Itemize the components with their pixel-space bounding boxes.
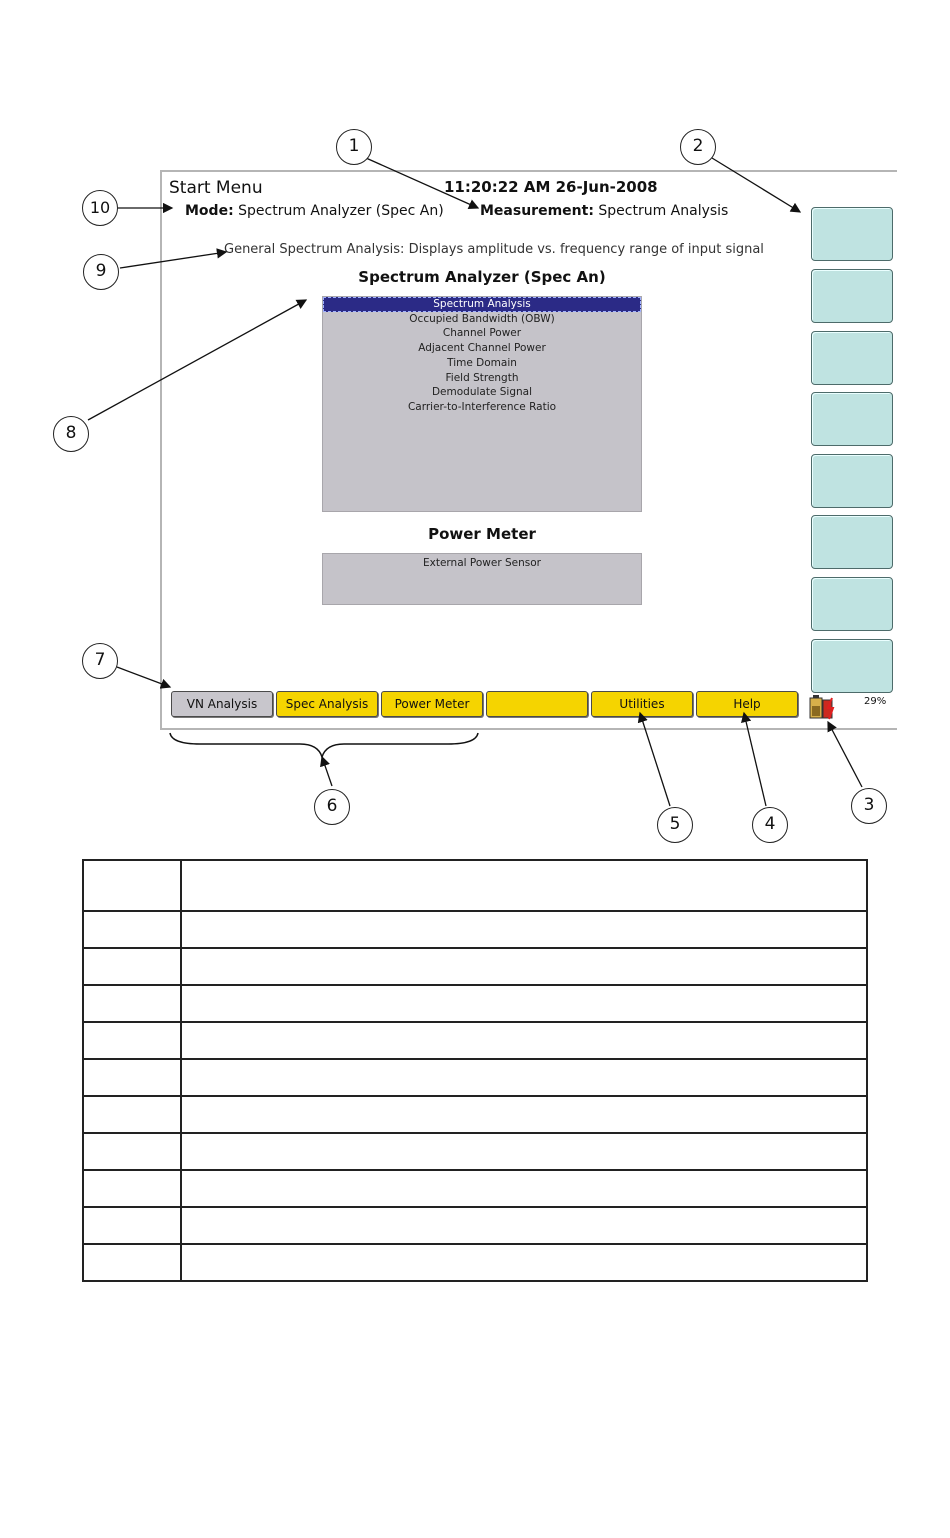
mode-label: Mode: bbox=[185, 203, 234, 219]
table-header-row bbox=[82, 859, 868, 912]
measurement-line: Measurement: Spectrum Analysis bbox=[480, 203, 728, 219]
vn-analysis-button[interactable]: VN Analysis bbox=[171, 691, 273, 717]
list-item-spectrum-analysis[interactable]: Spectrum Analysis bbox=[323, 297, 641, 312]
battery-icon bbox=[809, 695, 835, 720]
soft-key-1[interactable] bbox=[811, 207, 893, 261]
table-row bbox=[82, 910, 868, 949]
mode-value: Spectrum Analyzer (Spec An) bbox=[238, 203, 444, 219]
measurement-label: Measurement: bbox=[480, 203, 594, 219]
list-item-demodulate-signal[interactable]: Demodulate Signal bbox=[431, 386, 533, 399]
measurement-value: Spectrum Analysis bbox=[598, 203, 729, 219]
soft-key-2[interactable] bbox=[811, 269, 893, 323]
battery-percent: 29% bbox=[864, 696, 887, 707]
spec-an-measurement-list[interactable]: Spectrum Analysis Occupied Bandwidth (OB… bbox=[322, 296, 642, 512]
table-row bbox=[82, 1206, 868, 1245]
spec-analysis-button[interactable]: Spec Analysis bbox=[276, 691, 378, 717]
list-item-field-strength[interactable]: Field Strength bbox=[445, 371, 519, 384]
clock: 11:20:22 AM 26-Jun-2008 bbox=[444, 178, 658, 196]
table-row bbox=[82, 1095, 868, 1134]
mode-line: Mode: Spectrum Analyzer (Spec An) bbox=[185, 203, 444, 219]
list-item-carrier-to-interference[interactable]: Carrier-to-Interference Ratio bbox=[407, 400, 557, 413]
list-item-external-power-sensor[interactable]: External Power Sensor bbox=[423, 557, 541, 569]
table-row bbox=[82, 1132, 868, 1171]
table-row bbox=[82, 984, 868, 1023]
blank-button[interactable] bbox=[486, 691, 588, 717]
table-row bbox=[82, 947, 868, 986]
table-row bbox=[82, 1021, 868, 1060]
table-row bbox=[82, 1058, 868, 1097]
callout-10: 10 bbox=[82, 190, 118, 226]
table-row bbox=[82, 1243, 868, 1282]
callout-2: 2 bbox=[680, 129, 716, 165]
power-meter-measurement-list[interactable]: External Power Sensor bbox=[322, 553, 642, 605]
list-item-occupied-bandwidth[interactable]: Occupied Bandwidth (OBW) bbox=[409, 312, 555, 325]
callout-4: 4 bbox=[752, 807, 788, 843]
instrument-screen: Start Menu 11:20:22 AM 26-Jun-2008 Mode:… bbox=[160, 170, 897, 730]
power-meter-heading: Power Meter bbox=[428, 525, 536, 543]
callout-legend-table bbox=[82, 859, 868, 1282]
spec-an-heading: Spectrum Analyzer (Spec An) bbox=[358, 268, 606, 286]
measurement-description: General Spectrum Analysis: Displays ampl… bbox=[224, 242, 764, 257]
list-item-channel-power[interactable]: Channel Power bbox=[442, 327, 522, 340]
soft-key-8[interactable] bbox=[811, 639, 893, 693]
soft-key-7[interactable] bbox=[811, 577, 893, 631]
callout-8: 8 bbox=[53, 416, 89, 452]
soft-key-6[interactable] bbox=[811, 515, 893, 569]
callout-3: 3 bbox=[851, 788, 887, 824]
list-item-time-domain[interactable]: Time Domain bbox=[447, 356, 517, 369]
soft-key-3[interactable] bbox=[811, 331, 893, 385]
callout-5: 5 bbox=[657, 807, 693, 843]
callout-7: 7 bbox=[82, 643, 118, 679]
power-meter-button[interactable]: Power Meter bbox=[381, 691, 483, 717]
list-item-adjacent-channel-power[interactable]: Adjacent Channel Power bbox=[418, 342, 546, 355]
table-row bbox=[82, 1169, 868, 1208]
soft-key-4[interactable] bbox=[811, 392, 893, 446]
callout-1: 1 bbox=[336, 129, 372, 165]
callout-9: 9 bbox=[83, 254, 119, 290]
screen-title: Start Menu bbox=[169, 178, 263, 198]
soft-key-5[interactable] bbox=[811, 454, 893, 508]
callout-6: 6 bbox=[314, 789, 350, 825]
callout-leader-lines bbox=[87, 157, 863, 807]
